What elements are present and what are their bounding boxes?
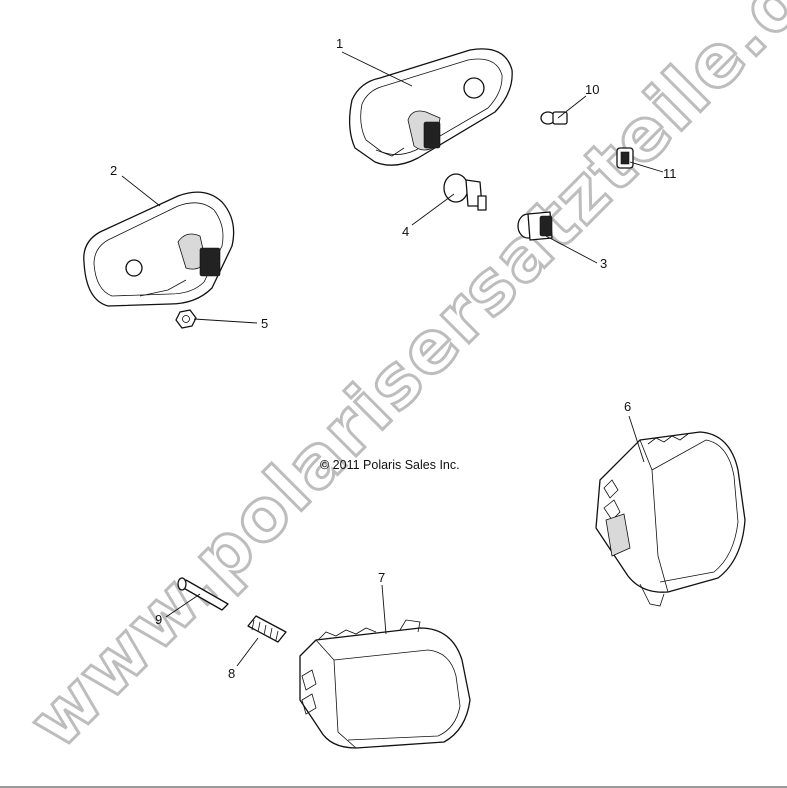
tail-light-housing-1	[348, 48, 513, 166]
small-socket-11	[616, 147, 634, 169]
headlight-7	[299, 619, 471, 749]
callout-6: 6	[624, 399, 631, 414]
callout-11: 11	[663, 166, 677, 181]
callout-7: 7	[378, 570, 385, 585]
headlight-6	[595, 431, 746, 607]
callout-8: 8	[228, 666, 235, 681]
bottom-divider	[0, 786, 787, 788]
tail-light-housing-2	[83, 191, 235, 307]
callouts: 1 2 3 4 5 6 7 8 9 10 11	[110, 36, 677, 681]
callout-10: 10	[585, 82, 599, 97]
callout-3: 3	[600, 256, 607, 271]
spring-8	[247, 615, 287, 643]
callout-2: 2	[110, 163, 117, 178]
nut-5	[175, 309, 197, 329]
pin-9	[177, 577, 229, 611]
copyright-text: © 2011 Polaris Sales Inc.	[320, 458, 460, 472]
callout-4: 4	[402, 224, 409, 239]
callout-5: 5	[261, 316, 268, 331]
small-bulb-10	[540, 111, 568, 125]
bulb-4	[443, 173, 487, 211]
bulb-socket-3	[517, 211, 553, 241]
leader-lines	[121, 51, 664, 667]
callout-1: 1	[336, 36, 343, 51]
callout-9: 9	[155, 612, 162, 627]
